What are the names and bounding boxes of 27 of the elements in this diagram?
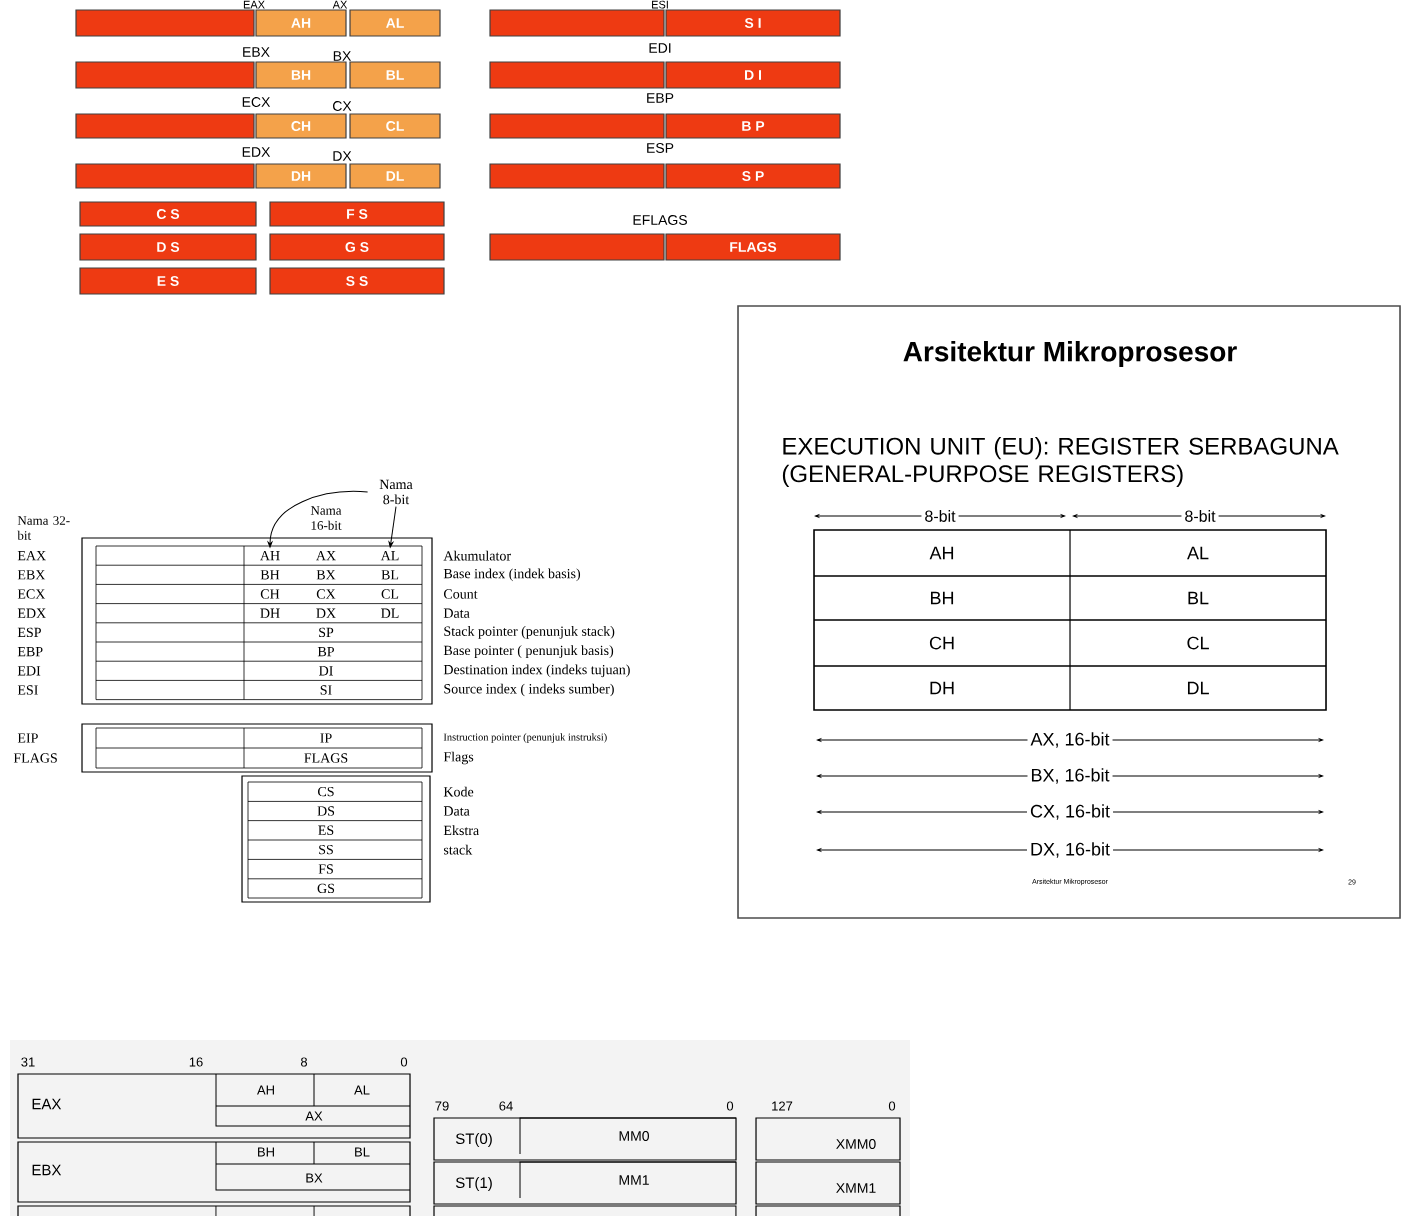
register-bar xyxy=(489,113,665,139)
cell-text: AH xyxy=(929,546,954,560)
cell-text: AL xyxy=(1187,546,1209,560)
slide-title: Arsitektur Mikroprosesor xyxy=(903,340,1237,368)
dimension-label: 8-bit xyxy=(1181,507,1219,525)
register-bar xyxy=(75,113,255,139)
cell-text: CL xyxy=(1187,636,1209,650)
cell-text: DH xyxy=(930,681,954,695)
slide-subtitle: EXECUTION UNIT (EU): REGISTER SERBAGUNA (GENERAL-PURPOSE REGISTERS) xyxy=(782,437,1339,487)
register-bar xyxy=(75,163,255,189)
dimension-label: DX, 16-bit xyxy=(1027,839,1114,861)
register-bar xyxy=(489,9,665,37)
cell-text: BL xyxy=(1188,591,1209,605)
dimension-label: AX, 16-bit xyxy=(1027,729,1113,751)
cell-text: CH xyxy=(929,636,954,650)
arrow xyxy=(267,490,369,548)
arrow xyxy=(388,506,397,548)
register-bar xyxy=(75,61,255,89)
dimension-label: BX, 16-bit xyxy=(1027,765,1113,787)
register-bar xyxy=(489,233,665,261)
cell-text: BH xyxy=(931,591,954,605)
cell-text: DL xyxy=(1188,681,1209,695)
register-bar xyxy=(75,9,255,37)
register-bar xyxy=(489,163,665,189)
register-bar xyxy=(489,61,665,89)
dimension-label: 8-bit xyxy=(921,507,959,525)
dimension-label: CX, 16-bit xyxy=(1027,801,1114,823)
